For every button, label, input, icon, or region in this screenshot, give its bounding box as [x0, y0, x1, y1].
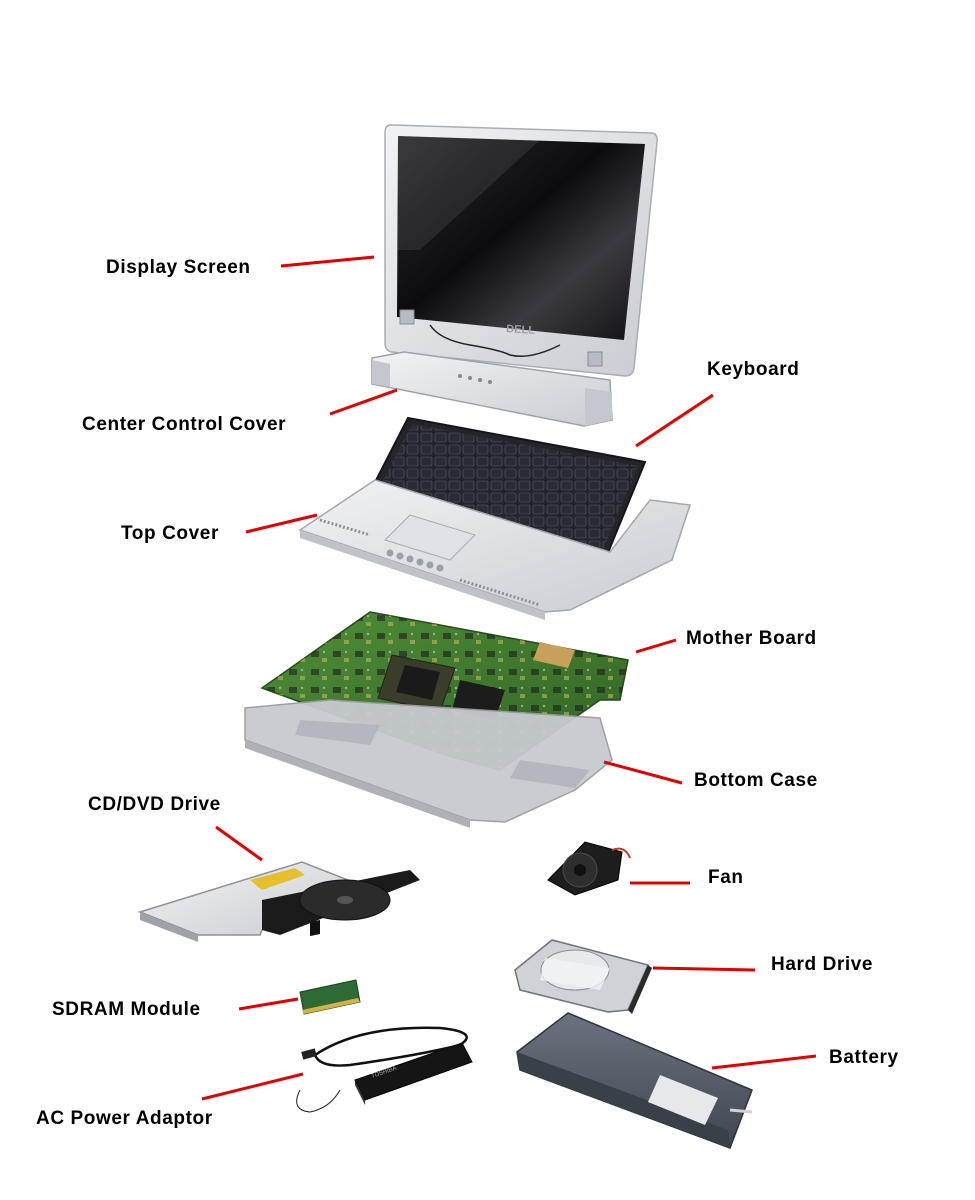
center-control-cover-illustration	[371, 351, 613, 427]
label-top-cover: Top Cover	[121, 513, 318, 544]
ac-power-adaptor-illustration: TOSHIBA	[296, 1026, 473, 1113]
cd-dvd-drive-label: CD/DVD Drive	[88, 794, 221, 815]
label-fan: Fan	[630, 867, 744, 888]
fan-illustration	[547, 841, 631, 896]
leader-line-hard-drive	[652, 966, 756, 972]
bottom-case-label: Bottom Case	[694, 770, 818, 791]
leader-line-center-control-cover	[329, 388, 398, 416]
leader-line-battery	[711, 1054, 817, 1070]
cd-dvd-drive-illustration	[137, 861, 420, 942]
label-cd-dvd-drive: CD/DVD Drive	[88, 794, 263, 862]
leader-line-display-screen	[280, 255, 375, 268]
mother-board-label: Mother Board	[686, 628, 817, 649]
sdram-module-label: SDRAM Module	[52, 999, 201, 1020]
keyboard-label: Keyboard	[707, 359, 799, 380]
center-control-cover-label: Center Control Cover	[82, 414, 286, 435]
display-screen-label: Display Screen	[106, 257, 251, 278]
leader-line-bottom-case	[603, 760, 683, 785]
leader-line-sdram-module	[238, 997, 299, 1011]
label-hard-drive: Hard Drive	[652, 954, 873, 975]
battery-label: Battery	[829, 1047, 899, 1068]
leader-line-keyboard	[635, 393, 714, 448]
top-cover-label: Top Cover	[121, 523, 219, 544]
battery-illustration	[516, 1012, 753, 1149]
sdram-module-illustration	[299, 919, 361, 1015]
display-screen-illustration: DELL	[384, 124, 658, 377]
leader-line-ac-power-adaptor	[201, 1072, 304, 1101]
leader-line-mother-board	[635, 638, 677, 654]
dell-logo: DELL	[506, 323, 536, 337]
label-mother-board: Mother Board	[635, 628, 817, 654]
label-bottom-case: Bottom Case	[603, 760, 818, 791]
label-ac-power-adaptor: AC Power Adaptor	[36, 1072, 304, 1129]
label-display-screen: Display Screen	[106, 255, 375, 278]
top-cover-illustration	[298, 479, 691, 620]
fan-label: Fan	[708, 867, 744, 888]
label-sdram-module: SDRAM Module	[52, 997, 299, 1020]
label-keyboard: Keyboard	[635, 359, 799, 448]
bottom-case-illustration	[244, 699, 613, 828]
ac-power-adaptor-label: AC Power Adaptor	[36, 1108, 213, 1129]
leader-line-cd-dvd-drive	[215, 825, 263, 862]
leader-line-top-cover	[245, 513, 318, 534]
hard-drive-label: Hard Drive	[771, 954, 873, 975]
hard-drive-illustration	[514, 939, 652, 1014]
label-battery: Battery	[711, 1047, 899, 1070]
label-center-control-cover: Center Control Cover	[82, 388, 398, 435]
